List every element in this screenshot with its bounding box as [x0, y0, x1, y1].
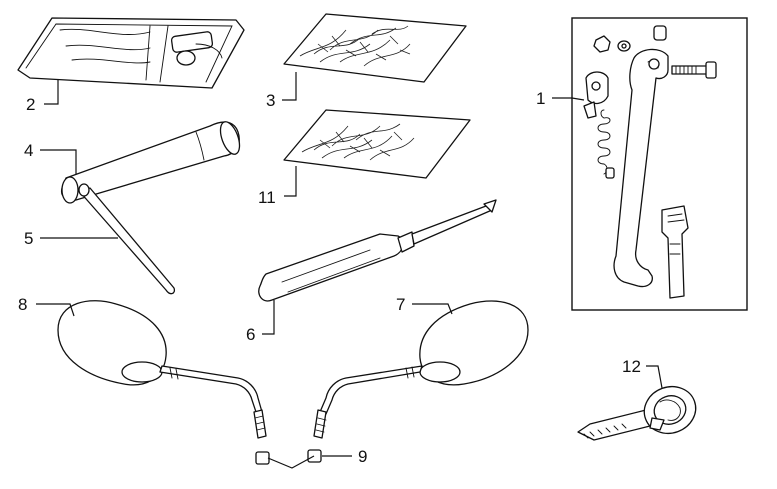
- leader-line-9: [267, 455, 352, 469]
- callout-7: 7: [396, 295, 405, 314]
- leader-line-11: [284, 166, 297, 197]
- callout-6: 6: [246, 325, 255, 344]
- callout-4: 4: [24, 141, 33, 160]
- callout-9: 9: [358, 447, 367, 466]
- callout-8: 8: [18, 295, 27, 314]
- tool-pouch-part-2: [17, 17, 245, 89]
- kit-frame: [571, 17, 748, 311]
- screwdriver-part-6: [258, 199, 497, 302]
- leader-line-8: [36, 303, 75, 317]
- leader-line-6: [262, 300, 275, 335]
- spark-plug-wrench-part-4: [60, 121, 241, 204]
- key-part-12: [577, 385, 697, 441]
- leader-line-4: [40, 149, 77, 174]
- mirror-right-part-7: [313, 300, 529, 439]
- hardware-bag-part-11: [283, 109, 471, 179]
- side-stand-kit-part-1: [571, 17, 748, 311]
- callout-1: 1: [536, 89, 545, 108]
- leader-line-1b: [571, 97, 585, 101]
- leader-line-3: [282, 72, 297, 101]
- callout-2: 2: [26, 95, 35, 114]
- leader-line-7: [412, 303, 453, 315]
- callout-3: 3: [266, 91, 275, 110]
- mirror-left-part-8: [57, 300, 267, 439]
- callout-11: 11: [258, 188, 276, 207]
- leader-line-2: [44, 80, 59, 105]
- callout-5: 5: [24, 229, 33, 248]
- callout-12: 12: [622, 357, 641, 376]
- leader-line-12: [646, 365, 663, 389]
- tommy-bar-part-5: [78, 183, 176, 295]
- hardware-bag-part-3: [283, 13, 467, 83]
